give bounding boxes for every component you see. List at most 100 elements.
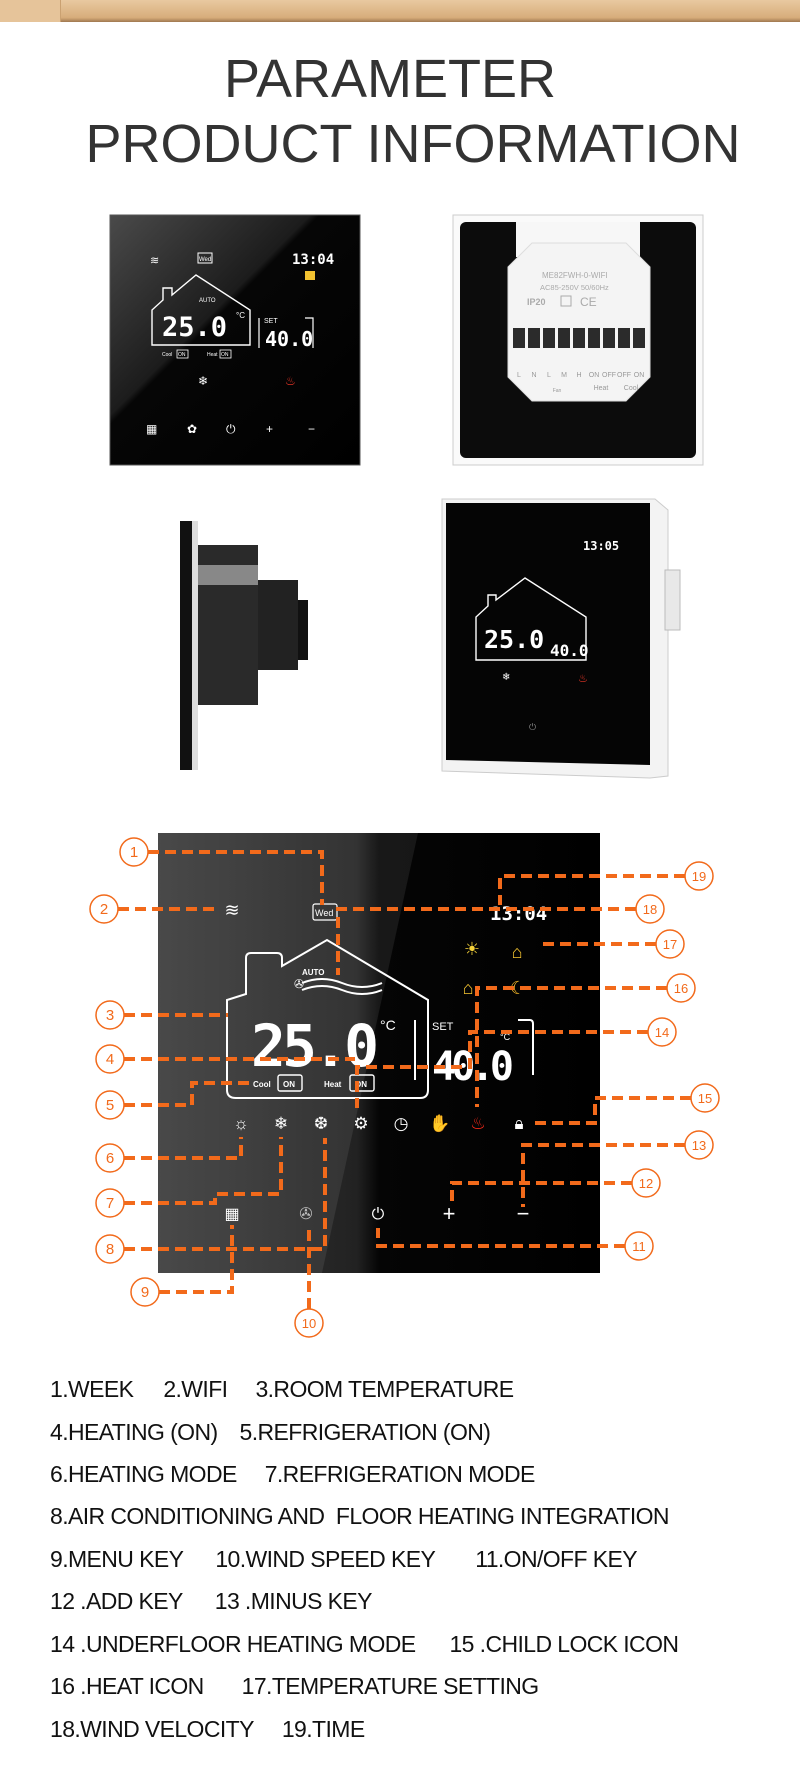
svg-text:M: M — [561, 372, 567, 379]
legend-line-4: 8.AIR CONDITIONING AND FLOOR HEATING INT… — [50, 1505, 670, 1528]
menu-key-icon: ▦ — [224, 1206, 239, 1223]
day-label: Wed — [199, 257, 211, 263]
svg-text:Fan: Fan — [553, 388, 562, 394]
svg-text:ON: ON — [283, 1080, 295, 1089]
front-view-photo: ≋ Wed 13:04 AUTO 25.0 °C SET 40.0 Cool O… — [109, 214, 361, 466]
callout-17: 17 — [663, 937, 677, 952]
legend-line-2: 4.HEATING (ON) 5.REFRIGERATION (ON) — [50, 1419, 491, 1445]
legend-item: 5.REFRIGERATION (ON) — [239, 1419, 491, 1445]
power-key-icon: ⏻ — [372, 1206, 385, 1223]
svg-text:✿: ✿ — [187, 422, 197, 436]
refrigeration-mode-icon: ❄ — [274, 1114, 288, 1133]
svg-text:°C: °C — [500, 1032, 511, 1042]
callout-7: 7 — [106, 1195, 114, 1212]
svg-text:Heat: Heat — [594, 385, 609, 392]
legend-item: 2.WIFI — [163, 1376, 228, 1402]
hand-icon: ✋ — [429, 1113, 450, 1133]
legend-item: 15 .CHILD LOCK ICON — [449, 1631, 679, 1657]
legend-item: 19.TIME — [281, 1716, 365, 1742]
heat-icon: ⌂ — [463, 978, 474, 998]
legend-line-9: 18.WIND VELOCITY 19.TIME — [50, 1718, 365, 1741]
svg-text:H: H — [576, 372, 581, 379]
legend-item: 1.WEEK — [50, 1376, 134, 1402]
svg-text:OFF: OFF — [617, 372, 631, 379]
svg-text:❄: ❄ — [198, 374, 208, 388]
svg-text:N: N — [531, 372, 536, 379]
callout-9: 9 — [141, 1284, 149, 1301]
callout-5: 5 — [106, 1097, 114, 1114]
time-display: 13:04 — [490, 903, 547, 925]
callout-11: 11 — [632, 1239, 646, 1254]
legend-item: 3.ROOM TEMPERATURE — [255, 1376, 514, 1402]
svg-text:✇: ✇ — [294, 977, 304, 991]
legend-item: 16 .HEAT ICON — [50, 1673, 204, 1699]
legend-item: 4.HEATING (ON) — [50, 1419, 218, 1445]
callout-19: 19 — [692, 869, 706, 884]
svg-text:♨: ♨ — [578, 673, 588, 685]
fan-key-icon: ✇ — [299, 1206, 312, 1223]
callout-3: 3 — [106, 1007, 114, 1024]
legend-item: 18.WIND VELOCITY — [50, 1716, 254, 1742]
callouts — [89, 837, 720, 1338]
moon-icon: ☾ — [510, 978, 526, 998]
flame-icon: ♨ — [470, 1114, 485, 1133]
callout-13: 13 — [692, 1138, 706, 1153]
legend-line-6: 12 .ADD KEY 13 .MINUS KEY — [50, 1590, 372, 1613]
svg-text:25.0: 25.0 — [484, 625, 544, 654]
heating-mode-icon: ☼ — [233, 1114, 249, 1133]
clock-icon: ◷ — [394, 1114, 409, 1133]
room-temperature: 25.0 — [251, 1012, 379, 1080]
svg-text:ON: ON — [221, 352, 229, 358]
callout-2: 2 — [100, 901, 108, 918]
svg-text:13:05: 13:05 — [583, 539, 619, 553]
callout-10: 10 — [302, 1316, 316, 1331]
svg-text:ON: ON — [355, 1080, 367, 1089]
callout-14: 14 — [655, 1025, 669, 1040]
minus-key-icon: − — [517, 1201, 530, 1226]
svg-text:Cool: Cool — [624, 385, 639, 392]
svg-text:SET: SET — [432, 1021, 454, 1033]
svg-text:AUTO: AUTO — [199, 298, 216, 304]
callout-4: 4 — [106, 1051, 114, 1068]
callout-12: 12 — [639, 1176, 653, 1191]
wifi-icon: ≋ — [150, 255, 159, 267]
title-parameter: PARAMETER — [223, 49, 557, 109]
legend-item: 13 .MINUS KEY — [214, 1588, 373, 1614]
svg-text:⏻: ⏻ — [529, 722, 536, 732]
svg-text:ON: ON — [178, 352, 186, 358]
svg-text:°C: °C — [380, 1017, 396, 1033]
wood-banner — [0, 0, 800, 22]
svg-text:+: + — [266, 422, 273, 436]
svg-text:40.0: 40.0 — [550, 641, 589, 660]
back-view-photo: ME82FWH-0-WIFI AC85-250V 50/60Hz IP20 CE… — [452, 214, 704, 466]
product-images: ≋ Wed 13:04 AUTO 25.0 °C SET 40.0 Cool O… — [89, 214, 720, 1338]
svg-text:Cool: Cool — [253, 1080, 271, 1089]
callout-8: 8 — [106, 1241, 114, 1258]
legend-item: 11.ON/OFF KEY — [475, 1546, 637, 1572]
lock-icon: 🔒︎ — [514, 1114, 523, 1133]
gear-icon: ⚙ — [353, 1114, 368, 1133]
svg-text:AUTO: AUTO — [302, 968, 325, 977]
svg-text:L: L — [517, 372, 521, 379]
legend-line-1: 1.WEEK 2.WIFI 3.ROOM TEMPERATURE — [50, 1376, 514, 1402]
svg-text:−: − — [308, 422, 315, 436]
svg-text:Cool: Cool — [162, 352, 172, 358]
set-temp: 40.0 — [265, 327, 313, 351]
legend-item: 9.MENU KEY — [50, 1546, 184, 1572]
integration-mode-icon: ❆ — [314, 1114, 328, 1133]
plus-key-icon: + — [443, 1201, 456, 1226]
callout-15: 15 — [698, 1091, 712, 1106]
svg-text:L: L — [547, 372, 551, 379]
svg-text:♨: ♨ — [285, 374, 296, 388]
legend-item: 12 .ADD KEY — [50, 1588, 183, 1614]
svg-text:AC85-250V 50/60Hz: AC85-250V 50/60Hz — [540, 283, 609, 292]
svg-text:▦: ▦ — [146, 422, 157, 436]
svg-text:⏻: ⏻ — [226, 422, 236, 436]
legend-item: 7.REFRIGERATION MODE — [264, 1461, 536, 1487]
week-label: Wed — [315, 908, 333, 918]
svg-text:IP20: IP20 — [527, 297, 546, 307]
svg-text:°C: °C — [236, 311, 245, 320]
